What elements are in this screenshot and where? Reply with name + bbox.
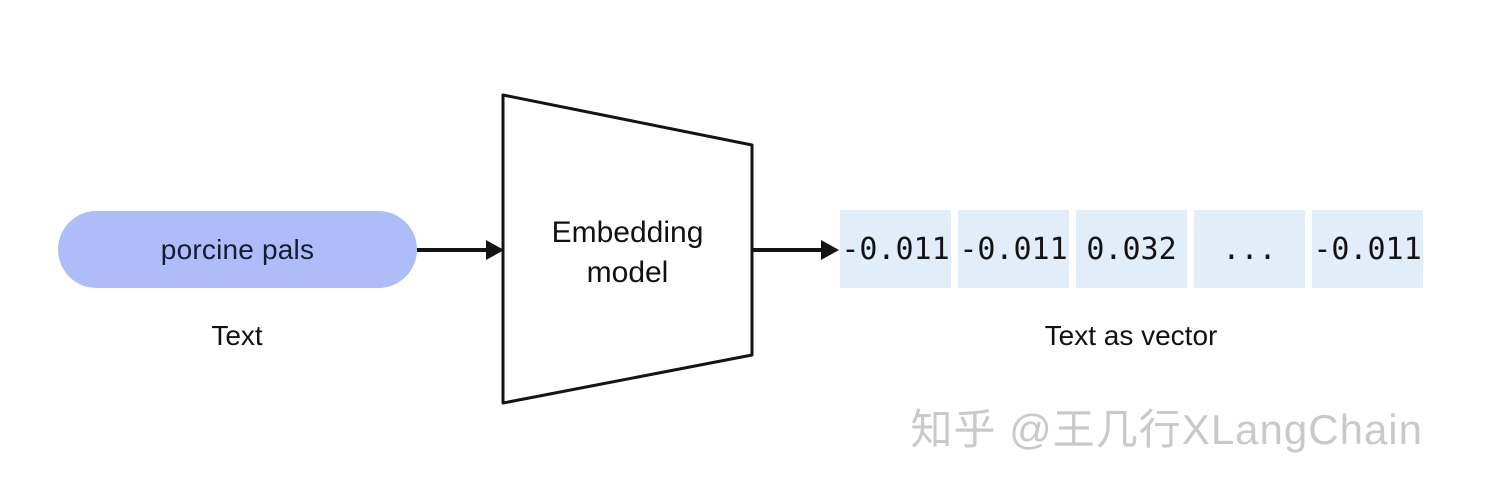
- embedding-model-label: Embedding model: [503, 213, 752, 293]
- vector-cell: -0.011: [840, 210, 951, 288]
- vector-row: -0.011 -0.011 0.032 ... -0.011: [840, 210, 1423, 288]
- vector-cell: -0.011: [1312, 210, 1423, 288]
- output-arrow-head: [821, 240, 839, 260]
- embedding-model-label-line1: Embedding: [551, 216, 704, 249]
- embedding-model-trapezoid: [501, 93, 754, 405]
- watermark-zhihu: 知乎 @王几行XLangChain: [910, 406, 1423, 453]
- vector-cell-ellipsis: ...: [1194, 210, 1305, 288]
- input-text-label: porcine pals: [160, 233, 315, 265]
- input-text-pill: porcine pals: [58, 211, 417, 288]
- vector-cell: -0.011: [958, 210, 1069, 288]
- vector-cell: 0.032: [1076, 210, 1187, 288]
- input-arrow-head: [486, 240, 504, 260]
- output-caption: Text as vector: [1044, 320, 1218, 351]
- input-caption: Text: [211, 320, 263, 351]
- embedding-model-label-line2: model: [586, 256, 669, 289]
